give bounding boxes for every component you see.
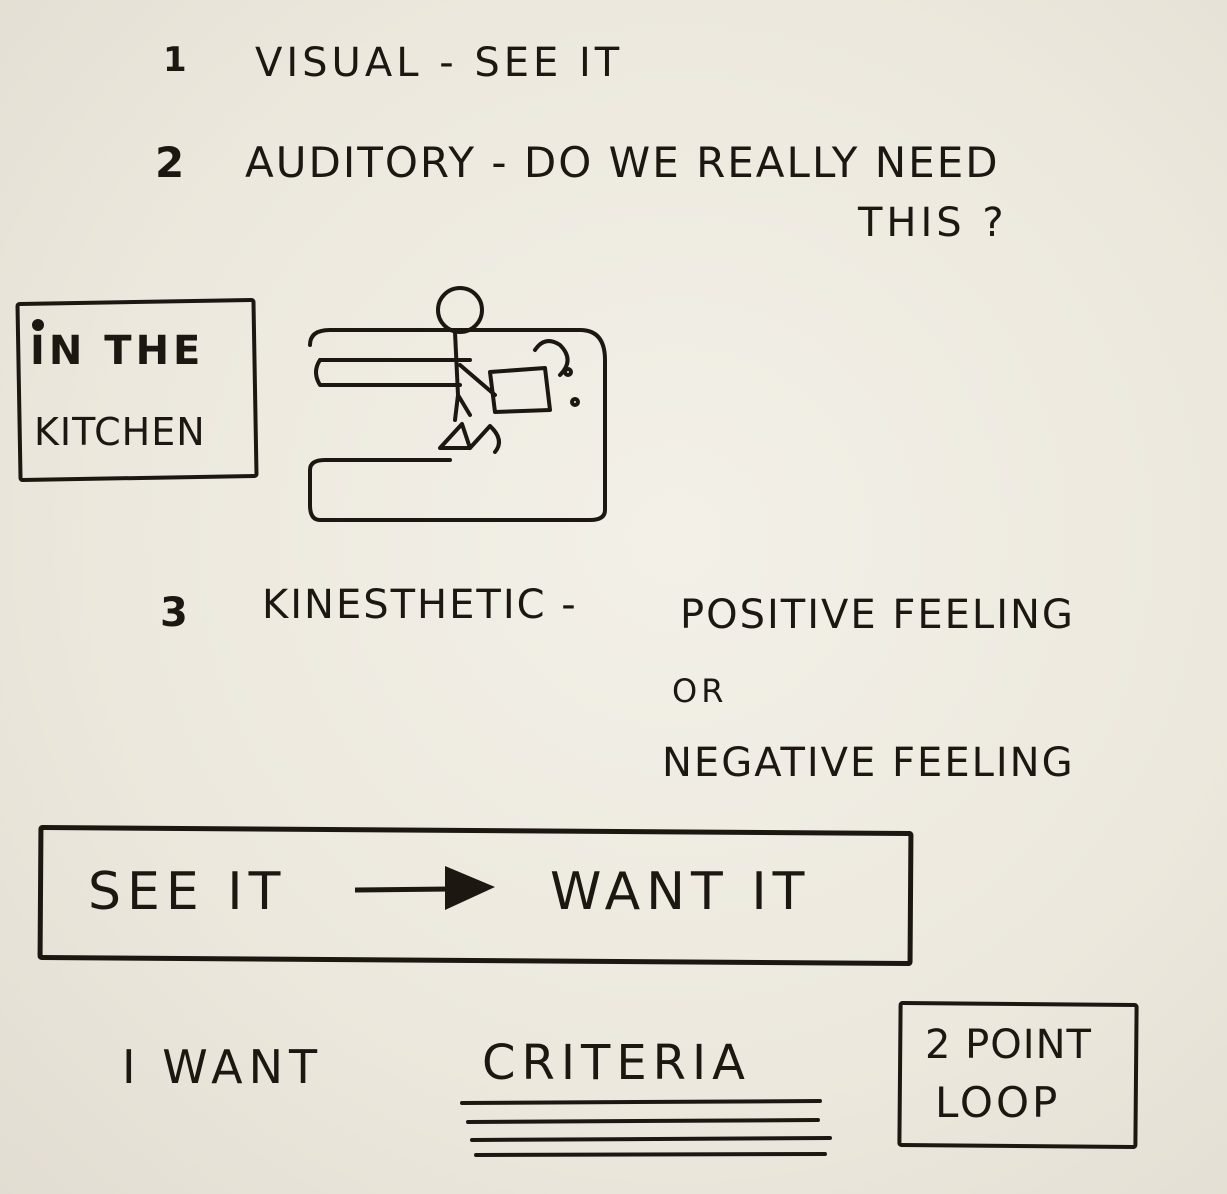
sink-dot-2 bbox=[570, 397, 580, 407]
kitchen-label-box bbox=[15, 297, 259, 483]
stove bbox=[488, 366, 552, 414]
item-2-label: AUDITORY - DO WE REALLY NEED bbox=[245, 138, 1000, 187]
person-head bbox=[436, 286, 484, 334]
flow-from: SEE IT bbox=[88, 862, 287, 922]
item-1-number: 1 bbox=[163, 40, 191, 80]
kitchen-label-line2: KITCHEN bbox=[34, 410, 206, 454]
item-3-option-positive: POSITIVE FEELING bbox=[680, 592, 1075, 638]
counter-outline bbox=[308, 328, 607, 522]
sink bbox=[533, 339, 570, 377]
upper-bench bbox=[314, 358, 472, 387]
flow-to: WANT IT bbox=[550, 862, 811, 922]
item-2-continuation: THIS ? bbox=[858, 200, 1008, 246]
item-2-number: 2 bbox=[155, 138, 189, 187]
item-3-label: KINESTHETIC - bbox=[262, 582, 578, 628]
person-body bbox=[453, 330, 497, 422]
item-1-label: VISUAL - SEE IT bbox=[255, 40, 624, 86]
criteria-word: CRITERIA bbox=[482, 1035, 752, 1091]
item-3-option-or: OR bbox=[672, 672, 728, 710]
sink-dot-1 bbox=[563, 367, 573, 377]
stool bbox=[438, 422, 501, 454]
criteria-prefix: I WANT bbox=[122, 1040, 324, 1094]
loop-line1: 2 POINT bbox=[925, 1022, 1092, 1068]
item-3-option-negative: NEGATIVE FEELING bbox=[662, 740, 1075, 786]
kitchen-label-line1: IN THE bbox=[30, 328, 205, 374]
item-3-number: 3 bbox=[160, 590, 192, 636]
loop-line2: LOOP bbox=[935, 1078, 1061, 1127]
